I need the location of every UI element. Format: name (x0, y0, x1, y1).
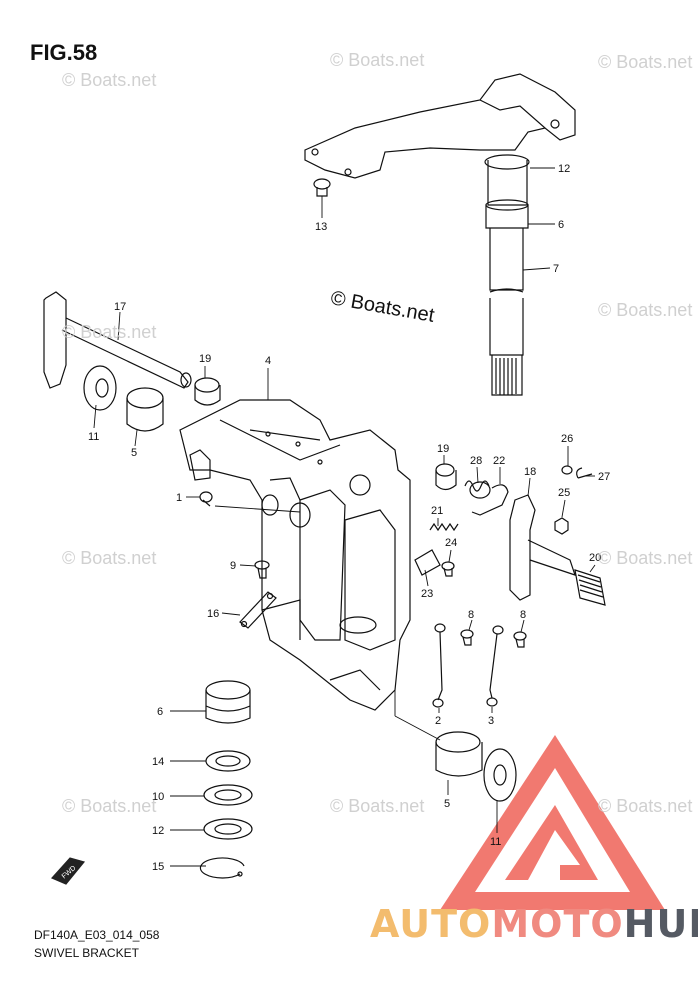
callout-25: 25 (558, 487, 570, 499)
watermark: © Boats.net (62, 796, 157, 816)
watermark: © Boats.net (330, 50, 425, 70)
clip-22 (471, 484, 509, 516)
callout-18: 18 (524, 466, 536, 478)
callout-1: 1 (176, 492, 182, 504)
bolt-8-b (513, 631, 527, 648)
tilt-rod-17 (43, 291, 192, 389)
callout-9: 9 (230, 560, 236, 572)
figure-name: SWIVEL BRACKET (34, 946, 139, 960)
callout-16: 16 (207, 608, 219, 620)
fwd-arrow-icon (50, 857, 86, 885)
brand-part-auto: AUTO (370, 902, 492, 946)
plate-23 (414, 549, 441, 576)
swivel-bracket-body-4 (179, 399, 411, 711)
brand-part-hub: HUB (623, 902, 698, 946)
callout-numbers: 12 13 6 7 17 19 4 11 5 1 19 28 22 26 27 … (61, 163, 610, 880)
callout-7: 7 (553, 263, 559, 275)
watermark: © Boats.net (598, 796, 693, 816)
brand-logo-text: AUTOMOTOHUB (370, 902, 698, 946)
figure-code: DF140A_E03_014_058 (34, 928, 160, 942)
pad-20 (574, 569, 606, 606)
washer-10 (203, 784, 253, 806)
callout-19-right: 19 (437, 443, 449, 455)
callout-10: 10 (152, 791, 164, 803)
bolt-9 (254, 560, 270, 579)
callout-17: 17 (114, 301, 126, 313)
callout-8-a: 8 (468, 609, 474, 621)
callout-3: 3 (488, 715, 494, 727)
bushing-19-right (435, 463, 457, 491)
callout-19-top: 19 (199, 353, 211, 365)
snap-ring-15 (199, 857, 245, 879)
callout-21: 21 (431, 505, 443, 517)
ground-cable-2 (432, 623, 446, 708)
callout-13: 13 (315, 221, 327, 233)
watermark: © Boats.net (62, 548, 157, 568)
bushing-19-top (194, 377, 221, 406)
spring-21 (429, 522, 459, 532)
bolt-8-a (460, 629, 474, 646)
callout-20: 20 (589, 552, 601, 564)
bolt-24 (441, 561, 455, 577)
callout-5-left: 5 (131, 447, 137, 459)
callout-27: 27 (598, 471, 610, 483)
bolt-1 (199, 491, 213, 507)
leader-lines (93, 167, 596, 867)
watermark: © Boats.net (330, 796, 425, 816)
lever-16 (239, 591, 277, 629)
washer-11-left (83, 365, 117, 411)
washer-14 (205, 750, 251, 772)
bushing-5-bottom (435, 731, 483, 777)
nut-25 (554, 517, 569, 535)
brand-triangle-logo (440, 735, 665, 910)
callout-8-b: 8 (520, 609, 526, 621)
washer-26 (561, 465, 573, 475)
lever-18 (509, 494, 576, 601)
brand-part-moto: MOTO (491, 902, 624, 946)
steering-shaft (484, 154, 530, 396)
watermark: © Boats.net (598, 52, 693, 72)
callout-22: 22 (493, 455, 505, 467)
callout-11-left: 11 (88, 431, 99, 443)
callout-12-top: 12 (558, 163, 570, 175)
callout-6-top: 6 (558, 219, 564, 231)
washer-12-bottom (203, 818, 253, 840)
spring-28 (464, 480, 491, 499)
callout-24: 24 (445, 537, 457, 549)
callout-4: 4 (265, 355, 271, 367)
callout-15: 15 (152, 861, 164, 873)
callout-12-bottom: 12 (152, 825, 164, 837)
callout-5-bottom: 5 (444, 798, 450, 810)
callout-11-bottom: 11 (490, 836, 501, 848)
callout-6-bottom: 6 (157, 706, 163, 718)
watermark: © Boats.net (62, 70, 157, 90)
figure-title: FIG.58 (30, 40, 98, 65)
pin-27 (576, 467, 593, 479)
callout-2: 2 (435, 715, 441, 727)
callout-14: 14 (152, 756, 164, 768)
washer-11-bottom (483, 748, 517, 802)
watermark: © Boats.net (62, 322, 157, 342)
callout-26: 26 (561, 433, 573, 445)
bolt-13 (313, 178, 331, 197)
callout-23: 23 (421, 588, 433, 600)
ground-cable-3 (486, 625, 504, 707)
watermark: © Boats.net (598, 548, 693, 568)
bushing-5-left (126, 387, 164, 432)
callout-28: 28 (470, 455, 482, 467)
steering-bracket (304, 73, 576, 179)
bushing-6-bottom (205, 680, 251, 724)
watermark: © Boats.net (598, 300, 693, 320)
